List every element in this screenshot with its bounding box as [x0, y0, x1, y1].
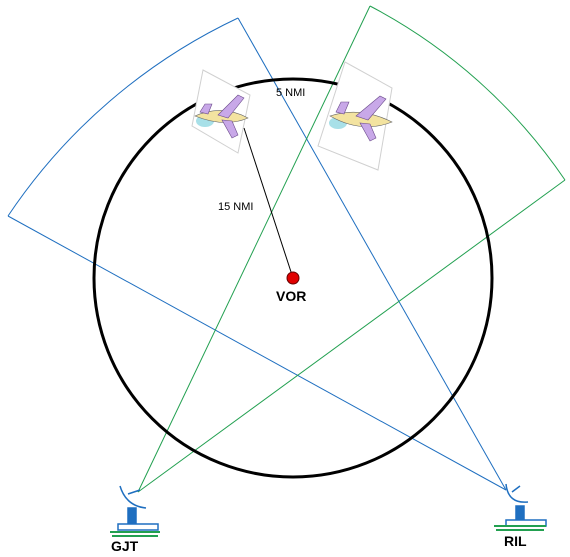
gjt-label: GJT	[111, 538, 139, 554]
vor-beacon-icon	[286, 271, 300, 285]
gjt-coverage-sector	[7, 17, 507, 491]
distance-top-label: 5 NMI	[276, 87, 305, 99]
airplane-icon	[191, 69, 251, 154]
radius-line	[243, 127, 294, 279]
vor-label: VOR	[276, 288, 306, 304]
radar-antenna-icon	[110, 485, 160, 537]
range-circle	[92, 77, 494, 479]
distance-radius-label: 15 NMI	[218, 201, 253, 213]
airplane-icon	[317, 61, 393, 171]
ril-coverage-sector	[137, 5, 566, 493]
radar-antenna-icon	[494, 483, 547, 531]
ril-label: RIL	[504, 533, 527, 549]
